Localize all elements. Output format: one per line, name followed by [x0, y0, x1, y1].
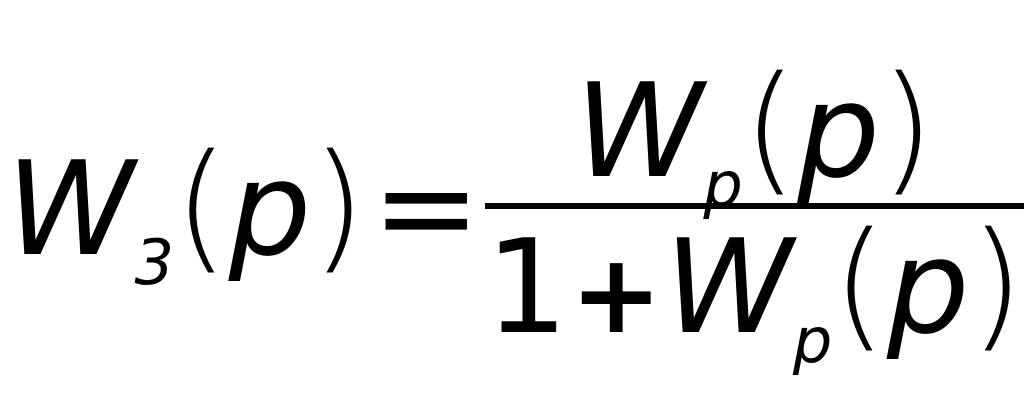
lhs-close-paren: )	[311, 125, 366, 288]
lhs-open-paren: (	[174, 125, 229, 288]
plus-sign: +	[570, 230, 663, 358]
numerator-subscript: p	[703, 148, 743, 221]
numerator-arg: p	[797, 55, 880, 207]
denominator-arg: p	[886, 211, 970, 363]
lhs-arg: p	[228, 133, 312, 285]
numerator-symbol: W	[574, 55, 704, 207]
fraction-bar	[484, 203, 1024, 209]
denominator-one: 1	[485, 211, 569, 363]
denominator-close-paren: )	[969, 203, 1024, 366]
lhs-subscript: 3	[134, 226, 174, 299]
numerator-close-paren: )	[879, 47, 935, 210]
formula: W 3 ( p ) = W p ( p ) 1 + W p ( p )	[6, 0, 1024, 414]
lhs: W 3 ( p )	[6, 125, 366, 294]
denominator-open-paren: (	[832, 203, 887, 366]
numerator-open-paren: (	[742, 47, 798, 210]
numerator: W p ( p )	[574, 47, 935, 216]
equals-sign: =	[371, 131, 481, 283]
denominator-subscript: p	[792, 304, 833, 377]
fraction: W p ( p ) 1 + W p ( p )	[484, 47, 1024, 372]
denominator: 1 + W p ( p )	[485, 203, 1024, 372]
denominator-symbol: W	[664, 211, 793, 363]
lhs-symbol: W	[6, 133, 135, 285]
